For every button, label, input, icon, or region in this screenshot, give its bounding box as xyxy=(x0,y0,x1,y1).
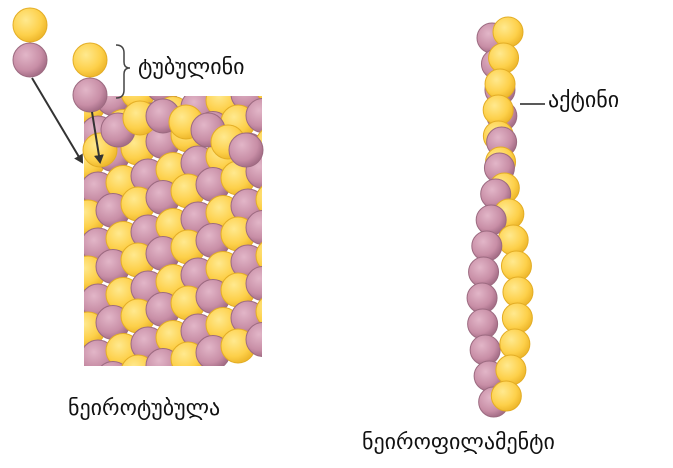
microtubule-subunit xyxy=(31,185,65,219)
microtubule-subunit xyxy=(100,361,126,366)
dimer1-beta-pink xyxy=(12,42,48,78)
microtubule-subunit xyxy=(245,98,262,133)
microtubule-subunit xyxy=(281,288,315,322)
microtubule-subunit xyxy=(296,142,330,176)
microtubule-subunit xyxy=(46,151,80,185)
microtubule-subunit xyxy=(296,254,330,288)
dimer1-alpha-yellow xyxy=(12,7,48,43)
microtubule-illustration xyxy=(21,30,340,415)
neurofilament-yellow-subunit xyxy=(492,16,524,48)
neurofilament-pink-subunit xyxy=(469,334,501,366)
microtubule-subunit xyxy=(245,266,262,301)
microtubule-subunit xyxy=(281,232,315,266)
microtubule-subunit xyxy=(31,297,65,331)
dimer2-alpha-yellow xyxy=(72,42,108,78)
neurofilament-yellow-subunit xyxy=(484,68,516,100)
microtubule-label: ნეიროტუბულა xyxy=(68,396,221,421)
neurofilament-yellow-subunit xyxy=(497,224,529,256)
microtubule-subunit xyxy=(271,92,305,126)
microtubule-subunit xyxy=(306,58,340,92)
microtubule-subunit xyxy=(296,310,330,344)
microtubule-subunit xyxy=(21,213,55,247)
microtubule-subunit xyxy=(245,210,262,245)
microtubule-subunit xyxy=(296,86,330,120)
microtubule-subunit xyxy=(46,263,80,297)
microtubule-subunit xyxy=(46,319,80,353)
tubulin-label: ტუბულინი xyxy=(138,55,245,80)
neurofilament-pink-subunit xyxy=(467,308,499,340)
tubulin-brace xyxy=(115,44,131,99)
microtubule-subunit xyxy=(306,170,340,204)
microtubule-subunit xyxy=(271,148,305,182)
tubulin-dimers xyxy=(12,7,108,113)
neurofilament-yellow-subunit xyxy=(488,42,520,74)
actin-label: აქტინი xyxy=(548,88,620,113)
microtubule-subunit xyxy=(281,120,315,154)
microtubule-subunit xyxy=(281,64,315,98)
microtubule-subunit xyxy=(21,269,55,303)
microtubule-rim-subunit xyxy=(228,132,264,168)
microtubule-subunit xyxy=(271,316,305,350)
microtubule-subunit xyxy=(306,226,340,260)
neurofilament-yellow-subunit xyxy=(501,302,533,334)
neurofilament-pink-subunit xyxy=(466,282,498,314)
microtubule-subunit xyxy=(255,241,262,270)
microtubule-subunit xyxy=(46,207,80,241)
microtubule-subunit xyxy=(31,129,65,163)
dimer2-beta-pink xyxy=(72,77,108,113)
microtubule-subunit xyxy=(306,282,340,316)
microtubule-subunit xyxy=(296,198,330,232)
microtubule-subunit xyxy=(246,43,280,77)
neurofilament-pink-subunit xyxy=(471,230,503,262)
neurofilament-illustration xyxy=(466,16,534,418)
microtubule-subunit xyxy=(21,157,55,191)
microtubule-subunit xyxy=(271,204,305,238)
neurofilament-yellow-subunit xyxy=(500,250,532,282)
microtubule-subunit xyxy=(31,241,65,275)
microtubule-subunit xyxy=(21,101,55,135)
microtubule-subunit xyxy=(271,36,305,70)
neurofilament-pink-subunit xyxy=(468,256,500,288)
neurofilament-label: ნეიროფილამენტი xyxy=(362,430,555,455)
arrow-dimer1 xyxy=(31,77,84,164)
microtubule-subunit xyxy=(255,297,262,326)
arrow-dimer2 xyxy=(91,111,104,164)
microtubule-subunit xyxy=(31,353,65,387)
neurofilament-yellow-subunit xyxy=(502,276,534,308)
microtubule-subunit xyxy=(296,30,330,64)
microtubule-subunit xyxy=(271,260,305,294)
neurofilament-yellow-subunit xyxy=(482,94,514,126)
microtubule-top-rim xyxy=(82,98,264,168)
microtubule-subunit xyxy=(306,114,340,148)
microtubule-subunit xyxy=(281,176,315,210)
microtubule-subunit xyxy=(21,325,55,359)
neurofilament-yellow-subunit xyxy=(499,328,531,360)
microtubule-subunit xyxy=(245,322,262,357)
neurofilament-yellow-subunit xyxy=(495,354,527,386)
neurofilament-yellow-subunit xyxy=(490,380,522,412)
microtubule-subunit xyxy=(21,381,55,415)
microtubule-subunit xyxy=(255,185,262,214)
